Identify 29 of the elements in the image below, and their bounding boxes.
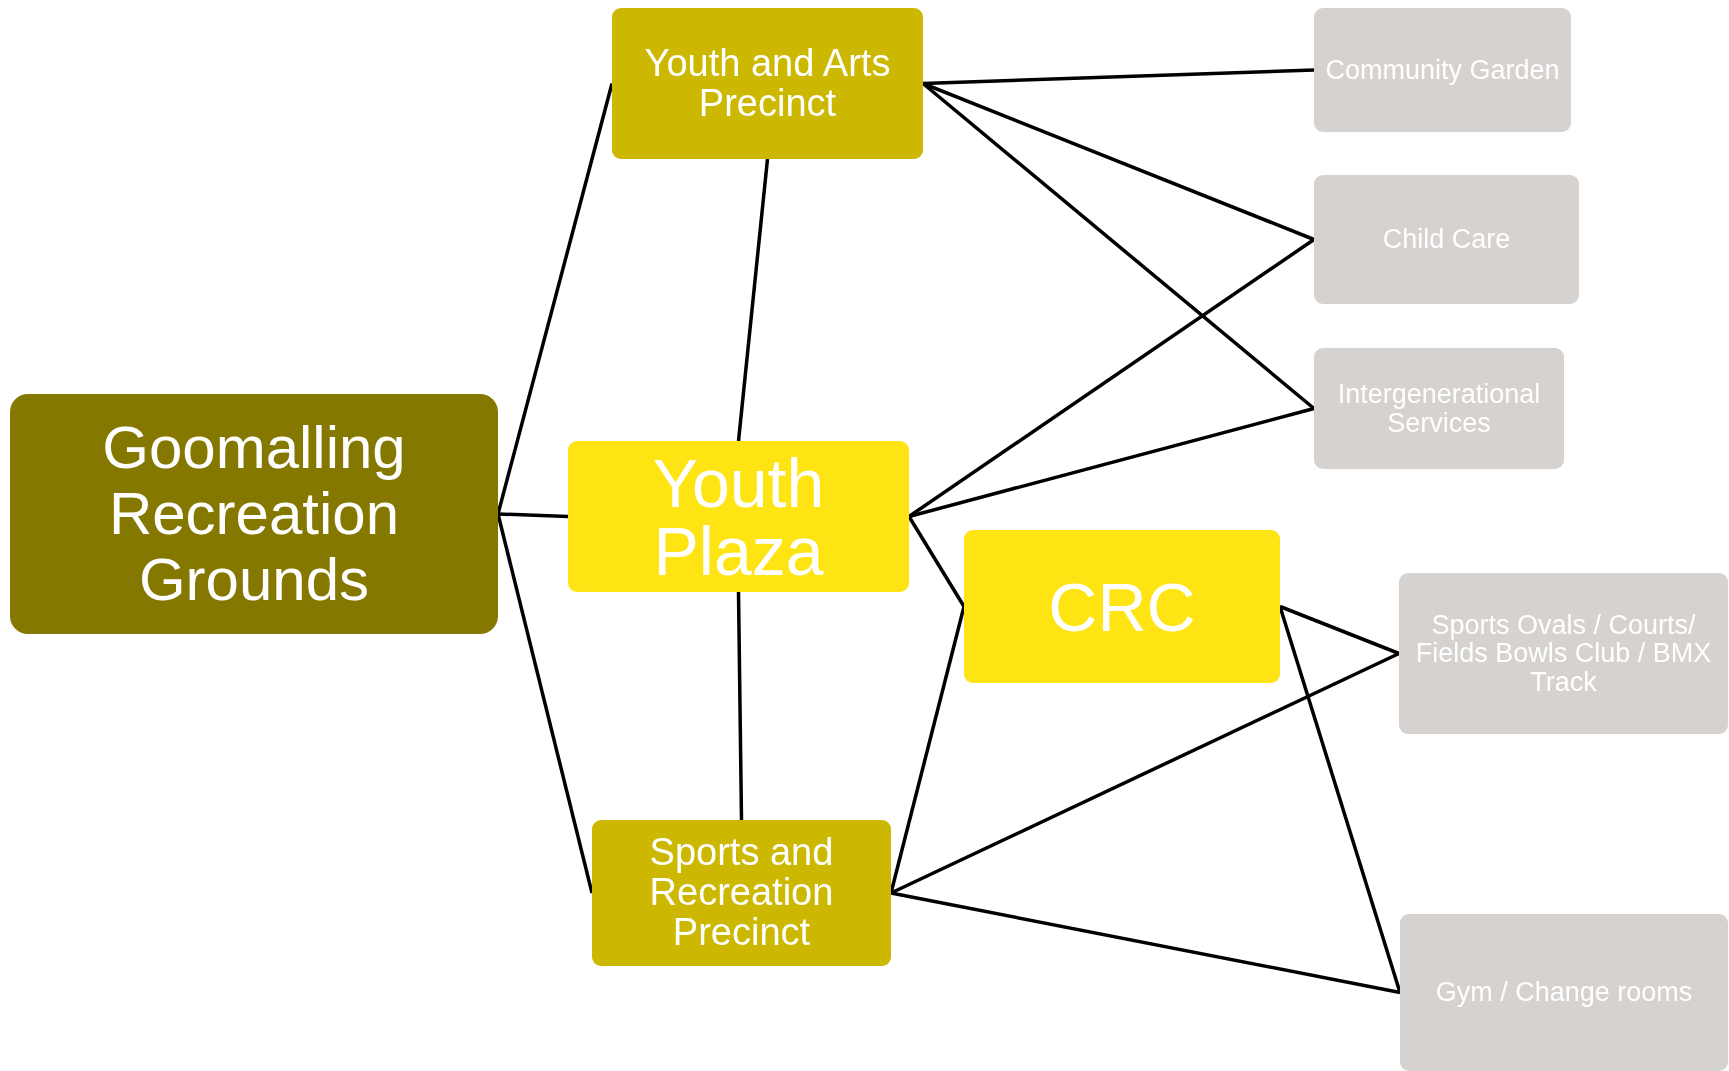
box-label: Sports and Recreation Precinct [648, 833, 835, 953]
topic-box [1314, 8, 1571, 132]
topic-box [612, 8, 923, 159]
connector-line [907, 515, 966, 608]
connector-line [908, 238, 1315, 518]
box-label: Youth Plaza [651, 448, 826, 585]
connector-line [736, 158, 770, 442]
connector-line [497, 512, 569, 519]
topic-box [1399, 573, 1728, 734]
topic-box [1400, 914, 1728, 1071]
topic-box [568, 441, 909, 592]
connector-line [736, 591, 744, 821]
topic-box [1314, 175, 1579, 304]
topic-box [10, 394, 498, 634]
box-label: Goomalling Recreation Grounds [101, 415, 407, 613]
connector-line [496, 513, 594, 894]
box-label: CRC [1048, 572, 1196, 641]
connector-line [1279, 604, 1400, 656]
connector-line [890, 651, 1400, 895]
topic-box [592, 820, 891, 966]
topic-box [1314, 348, 1564, 469]
connector-line [1278, 606, 1402, 993]
box-label: Youth and Arts Precinct [643, 43, 892, 124]
connector-line [496, 83, 614, 515]
connector-line [922, 68, 1315, 86]
connector-line [890, 891, 1401, 995]
connector-line [889, 606, 966, 894]
topic-box [964, 530, 1280, 683]
connector-line [908, 406, 1315, 519]
